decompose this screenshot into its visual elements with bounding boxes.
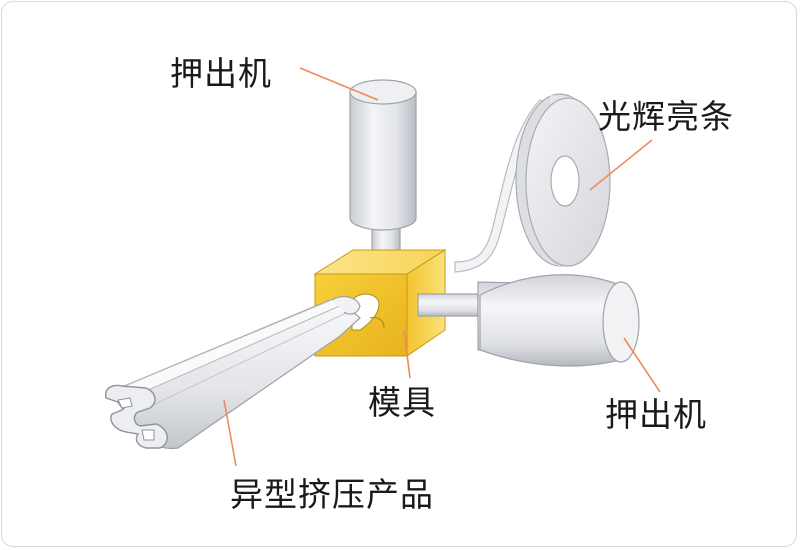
leader-line-top-extruder xyxy=(299,67,379,101)
leader-line-right-extruder xyxy=(623,337,661,393)
label-die: 模具 xyxy=(368,383,436,422)
leader-line-profile-product xyxy=(223,399,237,467)
right-extruder-illustration xyxy=(417,274,640,367)
leader-line-bright-strip xyxy=(589,139,653,191)
label-extruder-right: 押出机 xyxy=(605,395,707,434)
label-profile-product: 异型挤压产品 xyxy=(230,475,434,514)
profile-product-illustration xyxy=(105,296,361,450)
strip-coil-illustration xyxy=(515,93,611,267)
label-extruder-top: 押出机 xyxy=(170,54,272,93)
leader-lines xyxy=(223,67,661,467)
label-bright-strip: 光辉亮条 xyxy=(598,97,734,136)
top-extruder-illustration xyxy=(349,79,417,271)
leader-line-die xyxy=(403,329,411,379)
